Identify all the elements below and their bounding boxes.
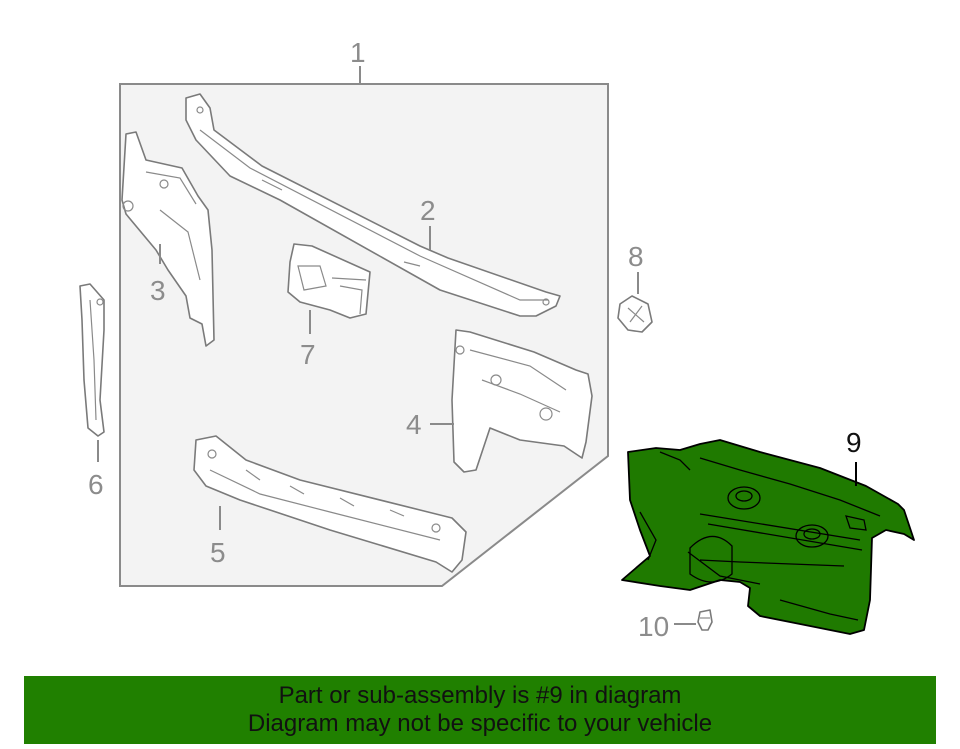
callout-2[interactable]: 2 [420, 195, 436, 226]
banner-line-1: Part or sub-assembly is #9 in diagram [278, 682, 682, 709]
callout-9[interactable]: 9 [846, 427, 862, 458]
part-9-splash-shield[interactable] [621, 439, 915, 635]
callout-4[interactable]: 4 [406, 409, 422, 440]
part-10-bolt[interactable] [697, 609, 713, 631]
part-3-left-bracket[interactable] [121, 131, 215, 347]
part-8-clip[interactable] [617, 295, 653, 333]
part-4-right-bracket[interactable] [451, 329, 593, 473]
info-banner: Part or sub-assembly is #9 in diagram Di… [24, 676, 936, 744]
callout-7[interactable]: 7 [300, 339, 316, 370]
part-7-latch-support[interactable] [287, 243, 371, 319]
parts-diagram: 1 2 3 7 4 5 [79, 37, 915, 642]
part-2-upper-tie-bar[interactable] [185, 93, 561, 317]
callout-8[interactable]: 8 [628, 241, 644, 272]
callout-10[interactable]: 10 [638, 611, 669, 642]
part-6-side-strip[interactable] [79, 283, 105, 437]
callout-3[interactable]: 3 [150, 275, 166, 306]
banner-line-2: Diagram may not be specific to your vehi… [247, 710, 713, 737]
callout-5[interactable]: 5 [210, 537, 226, 568]
callout-6[interactable]: 6 [88, 469, 104, 500]
part-5-lower-tie-bar[interactable] [193, 435, 467, 573]
callout-1[interactable]: 1 [350, 37, 366, 68]
